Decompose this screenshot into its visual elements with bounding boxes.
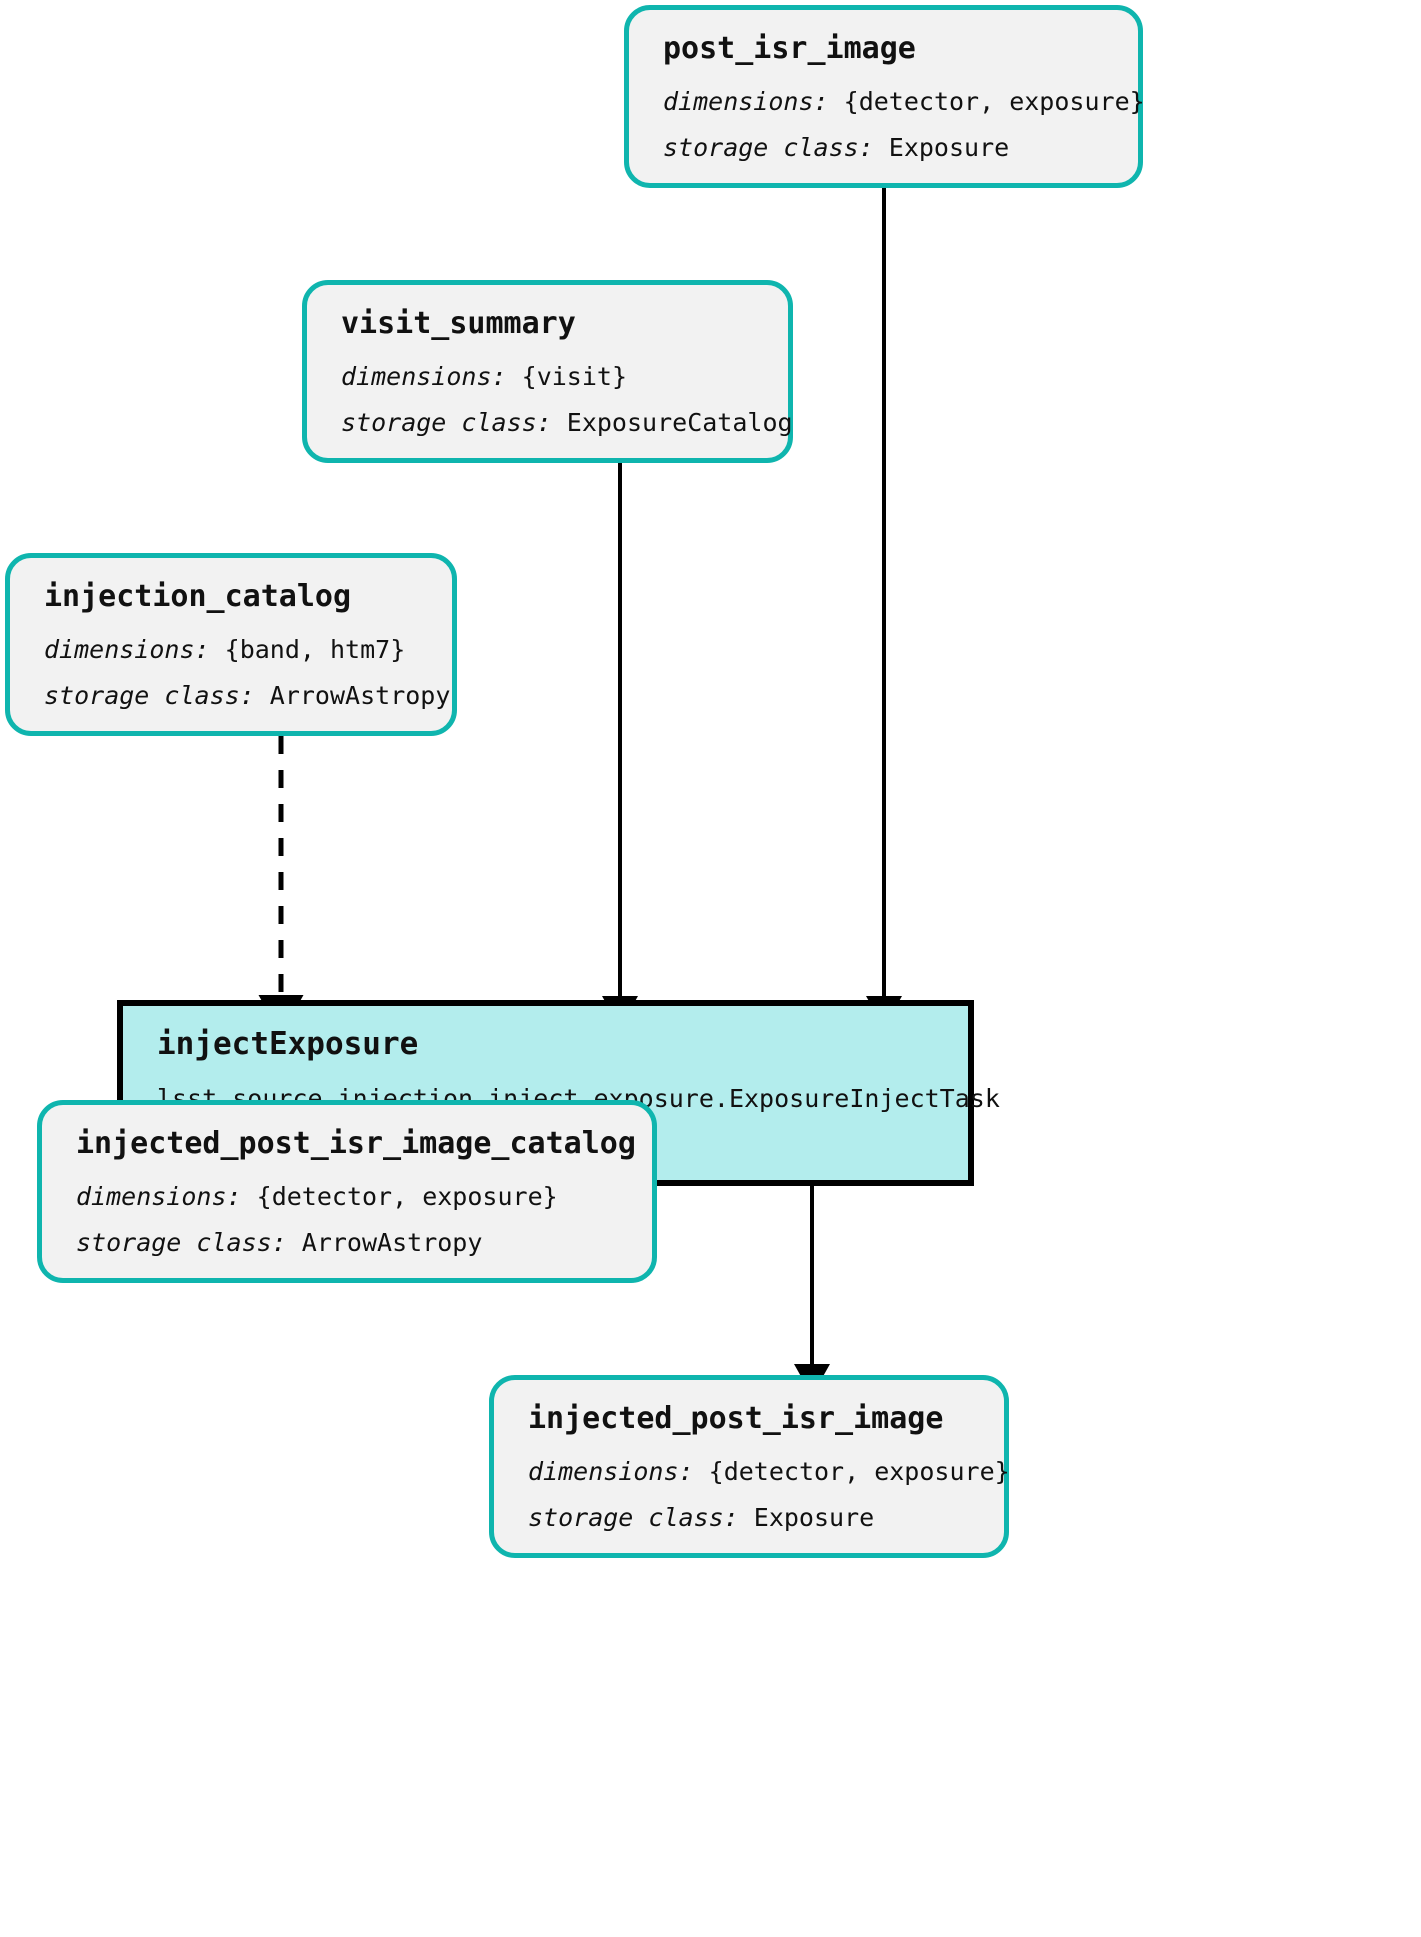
node-dimensions-line: dimensions: {detector, exposure} xyxy=(494,1456,1010,1486)
node-visit-summary[interactable]: visit_summary dimensions: {visit} storag… xyxy=(302,280,793,463)
storage-class-label: storage class: xyxy=(44,681,255,710)
node-title: injected_post_isr_image xyxy=(528,1400,944,1436)
spacer xyxy=(42,1210,652,1229)
spacer xyxy=(307,340,788,363)
storage-class-label: storage class: xyxy=(528,1503,739,1532)
node-storage-class-line: storage class: ExposureCatalog xyxy=(307,408,793,437)
node-injected-post-isr-image-catalog[interactable]: injected_post_isr_image_catalog dimensio… xyxy=(37,1100,657,1283)
dimensions-value: {band, htm7} xyxy=(224,634,406,664)
storage-class-label: storage class: xyxy=(76,1228,287,1257)
node-dimensions-line: dimensions: {band, htm7} xyxy=(10,634,452,664)
dimensions-label: dimensions: xyxy=(528,1456,694,1486)
node-injection-catalog[interactable]: injection_catalog dimensions: {band, htm… xyxy=(5,553,457,736)
node-title: injectExposure xyxy=(157,1026,419,1063)
node-dimensions-line: dimensions: {detector, exposure} xyxy=(42,1181,652,1211)
spacer xyxy=(123,1062,968,1085)
node-injected-post-isr-image[interactable]: injected_post_isr_image dimensions: {det… xyxy=(489,1375,1010,1558)
storage-class-value: ExposureCatalog xyxy=(566,408,793,437)
node-dimensions-line: dimensions: {visit} xyxy=(307,361,788,391)
storage-class-value: ArrowAstropy xyxy=(269,681,451,710)
dimensions-value: {detector, exposure} xyxy=(843,86,1145,116)
spacer xyxy=(494,1435,1004,1458)
spacer xyxy=(42,1160,652,1183)
node-title: injected_post_isr_image_catalog xyxy=(76,1125,636,1161)
node-post-isr-image[interactable]: post_isr_image dimensions: {detector, ex… xyxy=(624,5,1145,188)
dimensions-value: {detector, exposure} xyxy=(256,1181,558,1211)
storage-class-value: ArrowAstropy xyxy=(301,1228,483,1257)
node-storage-class-line: storage class: Exposure xyxy=(629,134,1138,162)
dimensions-label: dimensions: xyxy=(663,86,829,116)
dimensions-value: {detector, exposure} xyxy=(708,1456,1010,1486)
storage-class-value: Exposure xyxy=(753,1503,875,1532)
node-title: injection_catalog xyxy=(44,578,352,614)
node-title: post_isr_image xyxy=(663,30,916,66)
dimensions-label: dimensions: xyxy=(341,361,507,391)
spacer xyxy=(10,613,452,636)
dimensions-label: dimensions: xyxy=(44,634,210,664)
dimensions-label: dimensions: xyxy=(76,1181,242,1211)
spacer xyxy=(10,663,452,682)
node-storage-class-line: storage class: Exposure xyxy=(494,1504,1004,1532)
node-storage-class-line: storage class: ArrowAstropy xyxy=(10,682,452,710)
spacer xyxy=(307,390,788,409)
storage-class-label: storage class: xyxy=(663,133,874,162)
dimensions-value: {visit} xyxy=(521,361,627,391)
spacer xyxy=(629,115,1138,134)
node-dimensions-line: dimensions: {detector, exposure} xyxy=(629,86,1145,116)
spacer xyxy=(494,1485,1004,1504)
spacer xyxy=(629,65,1138,88)
node-title: visit_summary xyxy=(341,305,576,341)
node-storage-class-line: storage class: ArrowAstropy xyxy=(42,1229,652,1257)
storage-class-value: Exposure xyxy=(888,133,1010,162)
storage-class-label: storage class: xyxy=(341,408,552,437)
